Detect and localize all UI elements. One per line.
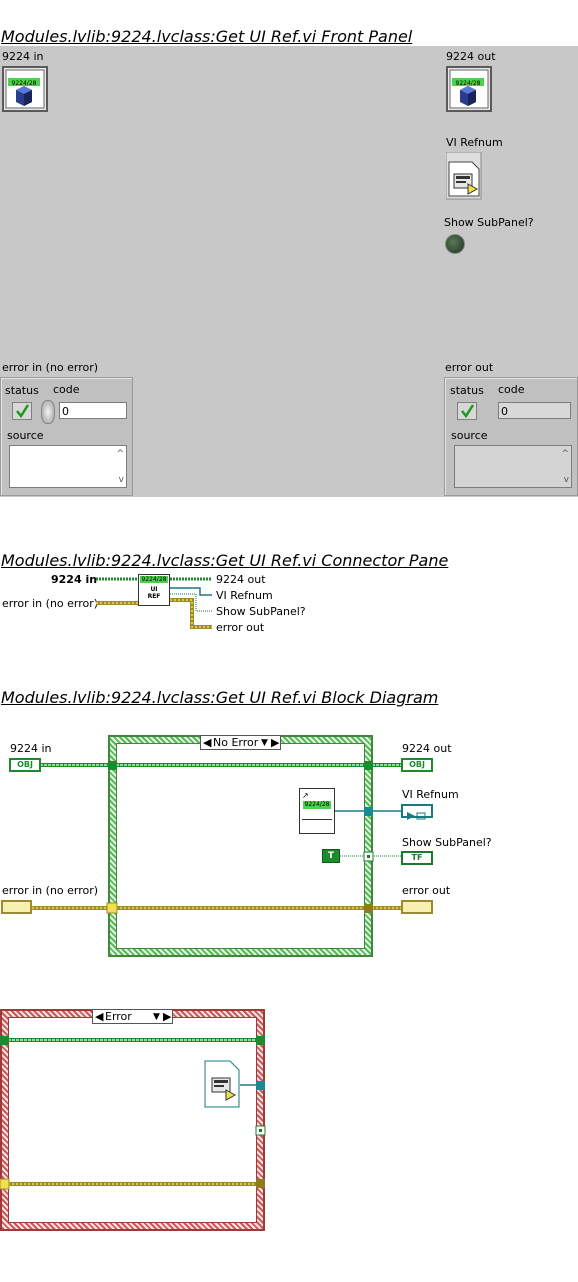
bd-error-out-label: error out (402, 884, 451, 897)
decrement-arrow-icon[interactable]: ◀ (203, 736, 212, 749)
decrement-arrow-icon[interactable]: ◀ (95, 1010, 104, 1023)
bd-in-label: 9224 in (10, 742, 52, 755)
front-panel: 9224 in 9224/28 9224 out 9224/28 VI Refn… (0, 46, 578, 497)
code-spinner-icon[interactable] (41, 400, 55, 424)
error-in-code-label: code (53, 383, 80, 396)
block-diagram-title: Modules.lvlib:9224.lvclass:Get UI Ref.vi… (1, 688, 439, 707)
case-inner-area (8, 1017, 257, 1223)
class-icon: 9224/28 (446, 66, 492, 112)
cp-input-9224-in: 9224 in (51, 573, 98, 586)
case-structure-no-error[interactable] (108, 735, 373, 957)
out-indicator-label: 9224 out (446, 50, 496, 63)
error-out-source-label: source (451, 429, 488, 442)
cp-icon-text: UI REF (147, 586, 161, 600)
connector-pane-wires (96, 577, 212, 629)
bd-vi-refnum-label: VI Refnum (402, 788, 459, 801)
bd-out-label: 9224 out (402, 742, 452, 755)
bd-error-in-label: error in (no error) (2, 884, 99, 897)
class-control-in[interactable]: 9224/28 (2, 66, 48, 112)
error-out-code-field: 0 (498, 402, 571, 419)
svg-text:9224/28: 9224/28 (456, 80, 481, 87)
case-selector-error[interactable]: ◀ Error ▼ ▶ (92, 1009, 173, 1024)
connector-pane-title: Modules.lvlib:9224.lvclass:Get UI Ref.vi… (1, 551, 449, 570)
error-out-status-label: status (450, 384, 484, 397)
error-in-status-checkbox[interactable] (12, 402, 32, 420)
increment-arrow-icon[interactable]: ▶ (163, 1010, 172, 1023)
cp-output-show-subpanel: Show SubPanel? (216, 605, 306, 618)
cp-input-error-in: error in (no error) (2, 597, 99, 610)
class-indicator-out[interactable]: 9224/28 (446, 66, 492, 112)
cp-output-error-out: error out (216, 621, 265, 634)
class-icon: 9224/28 (2, 66, 48, 112)
bd-out-terminal[interactable]: OBJ (401, 758, 433, 772)
refnum-terminal-icon (407, 812, 426, 820)
error-out-status-indicator (457, 402, 477, 420)
true-constant[interactable]: T (322, 849, 340, 863)
vi-refnum-icon (445, 151, 482, 200)
check-icon (461, 404, 475, 419)
increment-arrow-icon[interactable]: ▶ (271, 736, 280, 749)
error-out-cluster: status code 0 source ^ v (444, 377, 578, 496)
cp-output-vi-refnum: VI Refnum (216, 589, 273, 602)
error-out-source-field: ^ v (454, 445, 572, 488)
vi-refnum-indicator[interactable] (445, 151, 482, 200)
check-icon (16, 404, 30, 419)
bd-error-out-terminal[interactable] (401, 900, 433, 914)
front-panel-title: Modules.lvlib:9224.lvclass:Get UI Ref.vi… (1, 27, 413, 46)
not-a-refnum-constant[interactable] (204, 1060, 240, 1108)
scroll-up-icon[interactable]: ^ (561, 449, 569, 459)
cp-icon-top-banner: 9224/28 (140, 576, 168, 583)
node-divider (302, 819, 332, 820)
vi-refnum-icon (204, 1060, 240, 1108)
in-control-label: 9224 in (2, 50, 44, 63)
bd-vi-refnum-terminal[interactable] (401, 804, 433, 820)
scroll-down-icon[interactable]: v (563, 475, 569, 485)
error-in-source-field[interactable]: ^ v (9, 445, 127, 488)
error-case-wires (0, 1036, 266, 1190)
node-class-banner: 9224/28 (303, 801, 331, 809)
dropdown-arrow-icon[interactable]: ▼ (261, 738, 268, 748)
bd-error-in-terminal[interactable] (1, 900, 32, 914)
bd-show-subpanel-label: Show SubPanel? (402, 836, 492, 849)
bd-in-terminal[interactable]: OBJ (9, 758, 41, 772)
error-in-status-label: status (5, 384, 39, 397)
scroll-down-icon[interactable]: v (118, 475, 124, 485)
dropdown-arrow-icon[interactable]: ▼ (153, 1012, 160, 1022)
block-diagram-wires (32, 761, 402, 914)
error-in-code-field[interactable]: 0 (59, 402, 127, 419)
scroll-up-icon[interactable]: ^ (116, 449, 124, 459)
vi-refnum-label: VI Refnum (446, 136, 503, 149)
get-vi-ref-node[interactable]: 9224/28 ↗ (299, 788, 335, 834)
cp-output-9224-out: 9224 out (216, 573, 266, 586)
case-selector-label: Error (105, 1010, 132, 1023)
case-structure-error[interactable] (0, 1009, 265, 1231)
error-out-code-label: code (498, 383, 525, 396)
error-in-label: error in (no error) (2, 361, 99, 374)
case-inner-area (116, 743, 365, 949)
case-selector-label: No Error (213, 736, 259, 749)
bd-show-subpanel-terminal[interactable]: TF (401, 851, 433, 865)
connector-pane-icon: 9224/28 UI REF (138, 574, 170, 606)
show-subpanel-led[interactable] (445, 234, 465, 254)
error-out-label: error out (445, 361, 494, 374)
show-subpanel-label: Show SubPanel? (444, 216, 534, 229)
svg-text:9224/28: 9224/28 (12, 80, 37, 87)
error-in-source-label: source (7, 429, 44, 442)
error-in-cluster: status code 0 source ^ v (0, 377, 133, 496)
case-selector-no-error[interactable]: ◀ No Error ▼ ▶ (200, 735, 281, 750)
external-link-icon: ↗ (302, 791, 309, 800)
